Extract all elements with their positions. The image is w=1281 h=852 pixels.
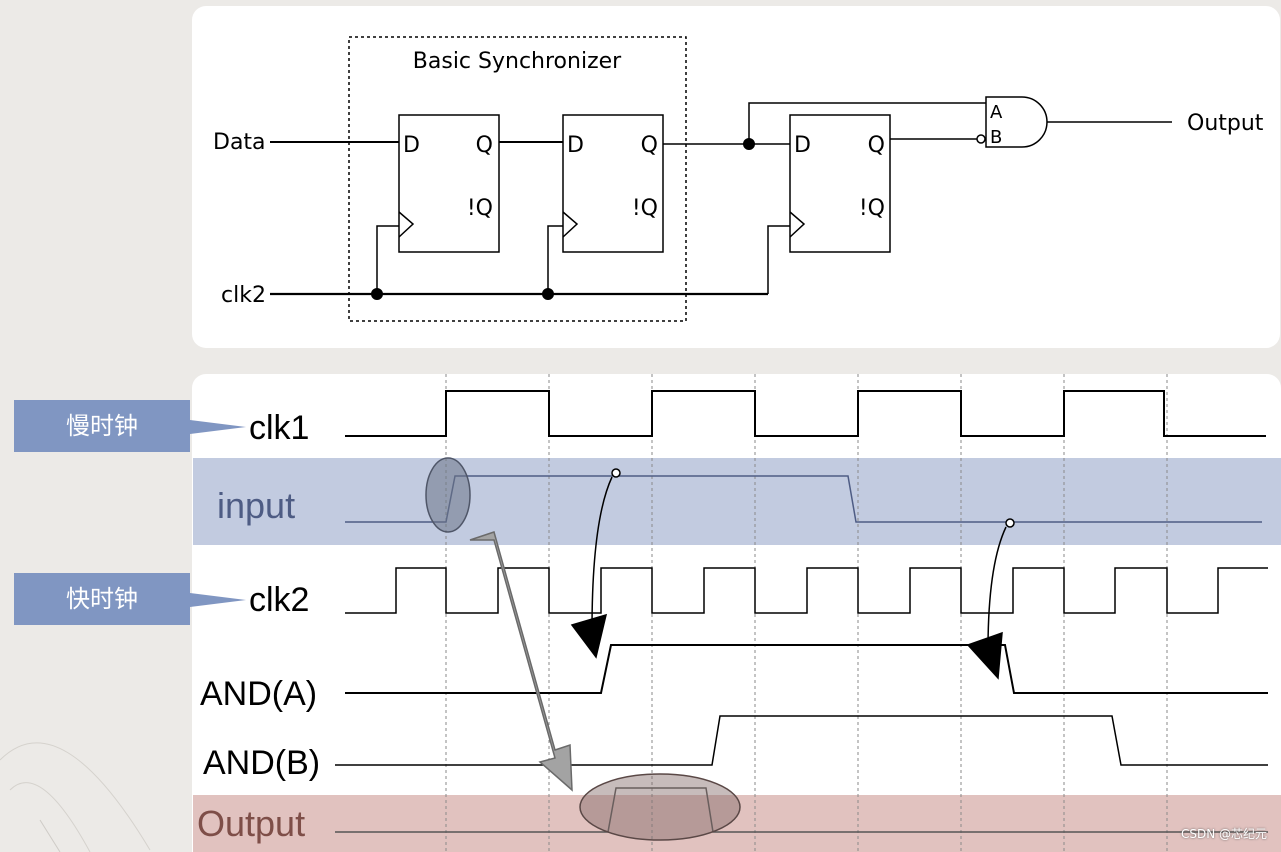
gridlines bbox=[445, 374, 1168, 852]
and-gate-b-pin: B bbox=[990, 127, 1002, 148]
synchronizer-title: Basic Synchronizer bbox=[413, 49, 622, 74]
ff1-d-pin: D bbox=[403, 133, 420, 158]
flipflop-2: D Q !Q bbox=[562, 114, 664, 253]
clk2-input-label: clk2 bbox=[221, 283, 266, 308]
and-gate-a-pin: A bbox=[990, 102, 1003, 123]
data-input-label: Data bbox=[213, 130, 266, 155]
signal-label-and-b: AND(B) bbox=[203, 744, 320, 782]
timing-diagram: clk1 input clk2 AND(A) AND(B) Output bbox=[193, 374, 1281, 852]
output-label: Output bbox=[1187, 111, 1264, 136]
watermark: CSDN @芯纪元 bbox=[1180, 827, 1267, 841]
ff3-qn-pin: !Q bbox=[859, 196, 885, 221]
and-gate: A B bbox=[976, 96, 1048, 148]
clk2-waveform bbox=[345, 567, 1268, 614]
synchronizer-box bbox=[348, 36, 687, 322]
ff2-qn-pin: !Q bbox=[632, 196, 658, 221]
fast-clock-callout: 快时钟 bbox=[0, 573, 250, 633]
fast-clock-callout-label: 快时钟 bbox=[66, 585, 138, 613]
slow-clock-callout-label: 慢时钟 bbox=[66, 412, 138, 440]
and-a-waveform bbox=[345, 644, 1268, 694]
input-band bbox=[193, 458, 1281, 545]
ff2-q-pin: Q bbox=[641, 133, 658, 158]
input-edge-highlight bbox=[425, 457, 471, 533]
slow-clock-callout: 慢时钟 bbox=[0, 400, 250, 460]
clk1-waveform bbox=[345, 390, 1266, 437]
signal-label-input: input bbox=[217, 485, 295, 526]
output-pulse-highlight bbox=[579, 773, 741, 841]
output-band bbox=[193, 795, 1281, 852]
input-waveform bbox=[345, 475, 1262, 523]
schematic-wires bbox=[270, 102, 1172, 300]
propagation-arrow bbox=[469, 531, 573, 792]
ff2-d-pin: D bbox=[567, 133, 584, 158]
flipflop-3: D Q !Q bbox=[789, 114, 891, 253]
ff3-q-pin: Q bbox=[868, 133, 885, 158]
signal-label-and-a: AND(A) bbox=[200, 675, 317, 713]
signal-label-clk2: clk2 bbox=[249, 581, 309, 619]
flipflop-1: D Q !Q bbox=[398, 114, 500, 253]
signal-label-output: Output bbox=[197, 803, 305, 844]
and-b-waveform bbox=[335, 715, 1268, 766]
ff1-qn-pin: !Q bbox=[467, 196, 493, 221]
ff3-d-pin: D bbox=[794, 133, 811, 158]
sampling-arrows bbox=[570, 468, 1015, 680]
ff1-q-pin: Q bbox=[476, 133, 493, 158]
signal-label-clk1: clk1 bbox=[249, 409, 309, 447]
schematic-diagram: Basic Synchronizer D Q !Q D Q !Q D Q !Q bbox=[213, 36, 1264, 322]
output-waveform bbox=[335, 787, 1268, 833]
